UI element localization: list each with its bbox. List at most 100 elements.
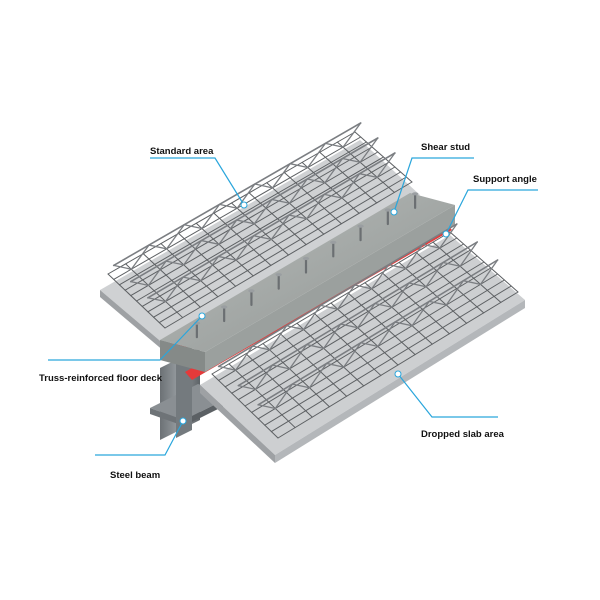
truss-web <box>183 239 203 266</box>
rebar-line <box>136 156 384 302</box>
rebar-line <box>264 279 505 426</box>
truss-web <box>324 142 344 148</box>
shear-stud-head <box>275 273 282 277</box>
truss-web <box>340 323 359 329</box>
truss-web <box>288 214 308 220</box>
truss-chord <box>237 241 479 387</box>
rebar-line <box>244 261 485 407</box>
truss-web <box>411 300 430 327</box>
truss-web <box>307 142 327 169</box>
shear-stud-head <box>384 208 392 212</box>
truss-web <box>254 183 274 189</box>
truss-web <box>325 362 345 368</box>
truss-web <box>303 304 322 331</box>
truss-web <box>148 244 168 250</box>
truss-web <box>323 323 342 349</box>
truss-web <box>358 173 378 178</box>
truss-web <box>271 198 291 204</box>
truss-web <box>217 255 237 261</box>
standard-area-rebar-mesh <box>107 122 413 329</box>
truss-web <box>337 284 356 310</box>
rebar-line <box>231 249 471 394</box>
callout-dropped-slab-area: Dropped slab area <box>394 370 505 440</box>
rebar-line <box>158 176 407 324</box>
truss-web <box>165 224 185 250</box>
shear-stud-head <box>302 256 310 261</box>
truss-web <box>183 224 203 230</box>
truss-web <box>323 193 343 199</box>
shear-stud-head <box>330 240 337 244</box>
callout-steel-beam: Steel beam <box>95 417 187 481</box>
shear-studs <box>193 192 419 339</box>
truss-web <box>201 203 221 230</box>
rebar-line <box>277 291 519 439</box>
truss-web <box>218 219 238 245</box>
truss-web <box>428 300 447 306</box>
callout-truss-deck: Truss-reinforced floor deck <box>39 312 206 384</box>
dropped-slab-rebar-mesh <box>211 223 519 439</box>
truss-web <box>320 304 339 310</box>
truss-chord <box>217 223 458 368</box>
truss-web <box>200 239 220 245</box>
truss-web <box>234 345 254 371</box>
truss-web <box>286 325 305 331</box>
label-dropped-slab-area: Dropped slab area <box>421 429 505 440</box>
truss-web <box>479 259 499 285</box>
truss-web <box>113 264 132 270</box>
truss-web <box>164 276 184 303</box>
label-shear-stud: Shear stud <box>421 142 470 153</box>
truss-web <box>405 243 424 270</box>
truss-web <box>374 302 393 308</box>
truss-web <box>130 280 150 286</box>
truss-web <box>218 203 238 209</box>
truss-web <box>182 276 202 282</box>
truss-web <box>289 163 309 169</box>
rebar-line <box>251 267 492 413</box>
truss-web <box>147 297 167 303</box>
truss-web <box>342 122 362 148</box>
truss-web <box>306 193 325 220</box>
truss-web <box>377 321 396 348</box>
label-steel-beam: Steel beam <box>110 470 160 481</box>
truss-web <box>459 241 478 267</box>
truss-chord <box>147 152 396 299</box>
truss-web <box>445 280 465 306</box>
shear-stud-head <box>248 289 255 293</box>
truss-web <box>253 198 273 225</box>
truss-web <box>235 235 255 261</box>
truss-web <box>408 282 427 288</box>
truss-web <box>343 342 362 368</box>
callout-standard-area: Standard area <box>150 146 248 209</box>
rebar-line <box>211 231 451 375</box>
truss-web <box>251 345 271 351</box>
shear-stud-head <box>357 224 364 228</box>
truss-web <box>388 264 407 270</box>
rebar-line <box>164 181 413 329</box>
rebar-line <box>141 161 390 307</box>
truss-web <box>274 383 294 410</box>
truss-web <box>253 235 273 241</box>
truss-web <box>376 152 396 178</box>
label-truss-reinforced-floor-deck: Truss-reinforced floor deck <box>39 373 163 384</box>
truss-web <box>360 342 379 348</box>
truss-web <box>288 343 308 370</box>
label-standard-area: Standard area <box>150 146 214 157</box>
truss-web <box>147 260 167 286</box>
rebar-line <box>153 171 402 318</box>
truss-web <box>254 364 274 390</box>
truss-web <box>341 173 361 199</box>
rebar-line <box>124 146 373 291</box>
truss-web <box>268 325 288 351</box>
rebar-line <box>270 285 512 433</box>
truss-web <box>442 261 461 267</box>
truss-web <box>425 261 444 288</box>
truss-web <box>236 219 255 225</box>
truss-web <box>308 362 328 389</box>
truss-web <box>359 137 379 163</box>
truss-web <box>354 284 373 290</box>
truss-web <box>257 404 276 410</box>
truss-web <box>324 157 344 184</box>
shear-stud-head <box>220 305 228 309</box>
truss-web <box>130 244 150 270</box>
